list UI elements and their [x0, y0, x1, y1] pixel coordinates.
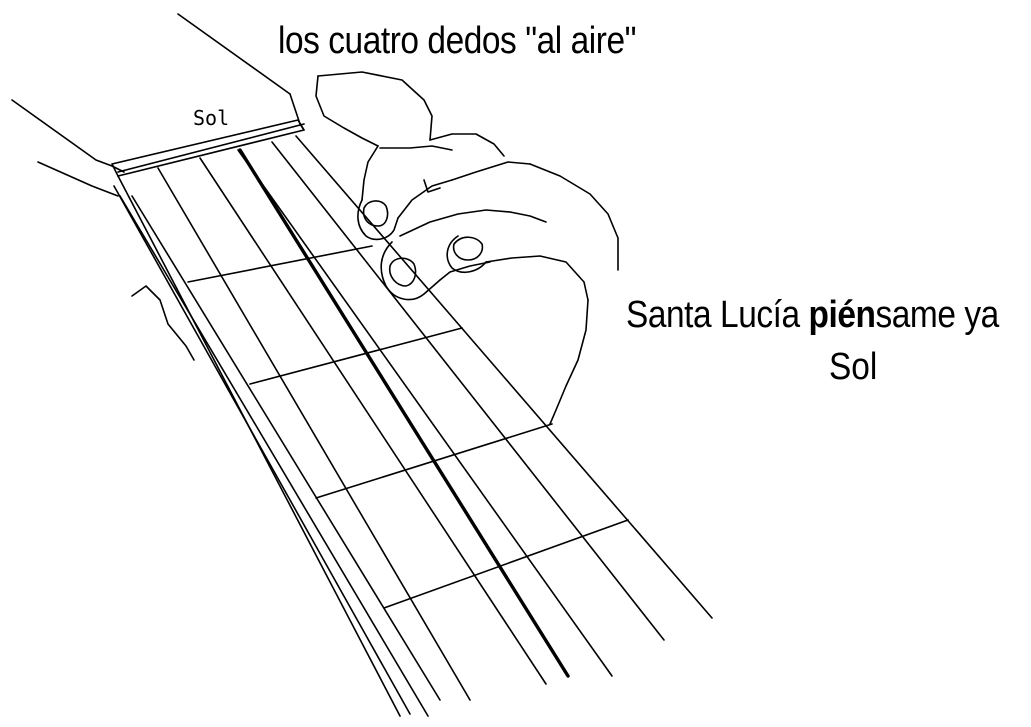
chord-label: Sol — [829, 346, 878, 388]
thick-string — [238, 148, 570, 678]
lyric-before: Santa Lucía — [626, 294, 809, 336]
lyric-line: Santa Lucía piénsame ya — [626, 294, 999, 337]
hand-drawing — [315, 71, 619, 425]
thumb-shape — [131, 285, 195, 361]
nut — [111, 119, 305, 177]
guitar-neck-outline — [11, 13, 305, 197]
lyric-stressed-syllable: pién — [808, 294, 876, 336]
guitar-strings — [157, 135, 713, 701]
lyric-after: same ya — [875, 294, 999, 336]
top-caption: los cuatro dedos "al aire" — [278, 20, 637, 62]
frets — [187, 245, 629, 609]
nut-chord-label: Sol — [193, 106, 230, 130]
neck-edge-lines — [113, 175, 441, 717]
